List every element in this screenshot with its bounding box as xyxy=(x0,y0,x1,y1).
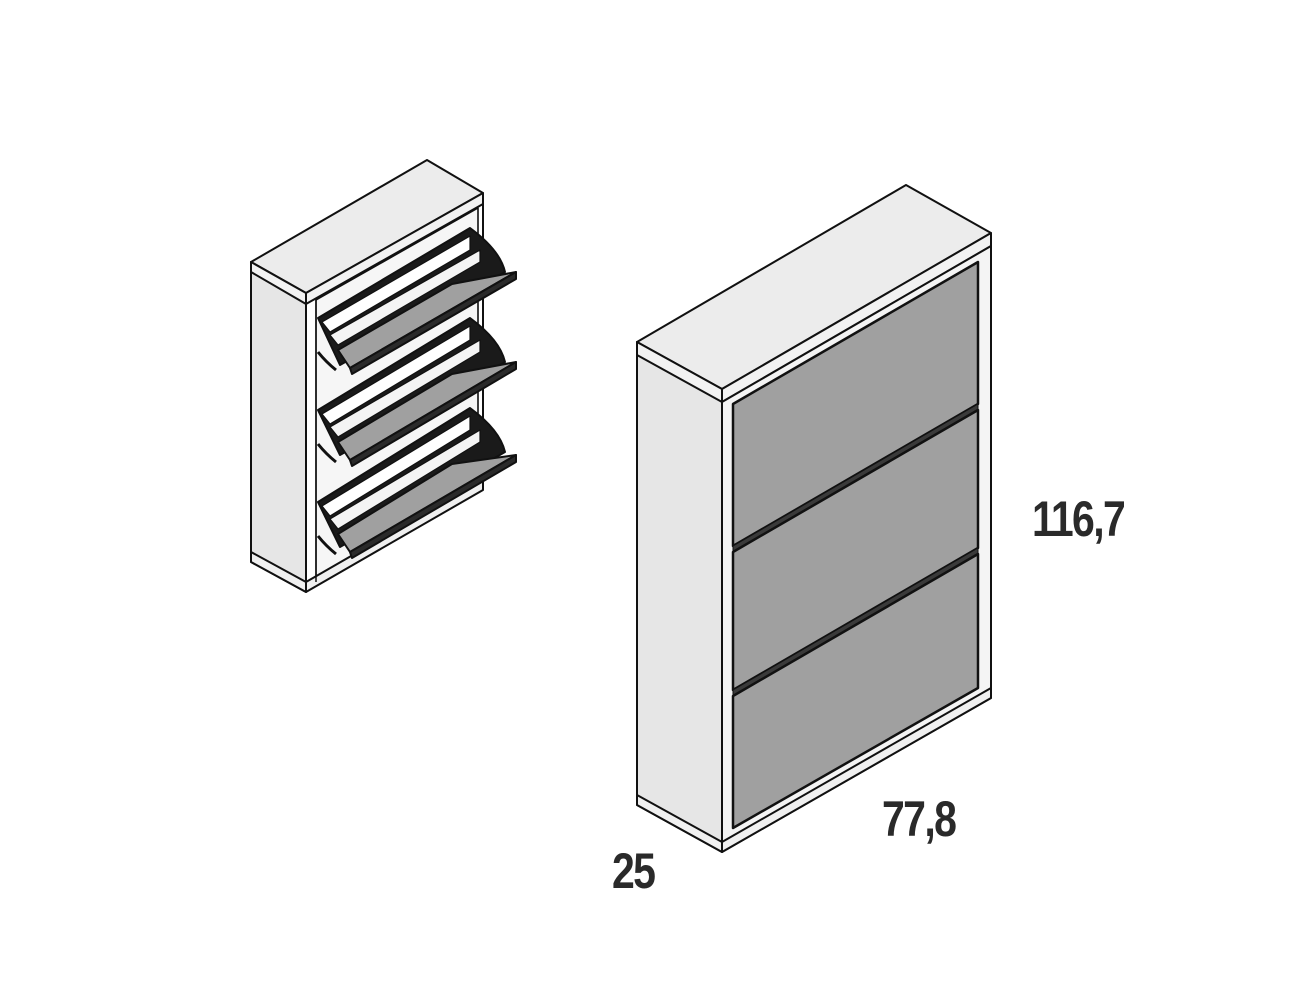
open-cabinet xyxy=(250,159,517,593)
open-compartment-1 xyxy=(316,227,517,375)
closed-cabinet xyxy=(636,184,992,853)
depth-dimension-label: 25 xyxy=(612,843,656,899)
height-dimension-label: 116,7 xyxy=(1032,491,1126,547)
open-compartment-3 xyxy=(316,407,517,559)
open-compartment-2 xyxy=(316,317,517,467)
width-dimension-label: 77,8 xyxy=(882,791,957,847)
closed-compartment-3 xyxy=(731,547,980,830)
